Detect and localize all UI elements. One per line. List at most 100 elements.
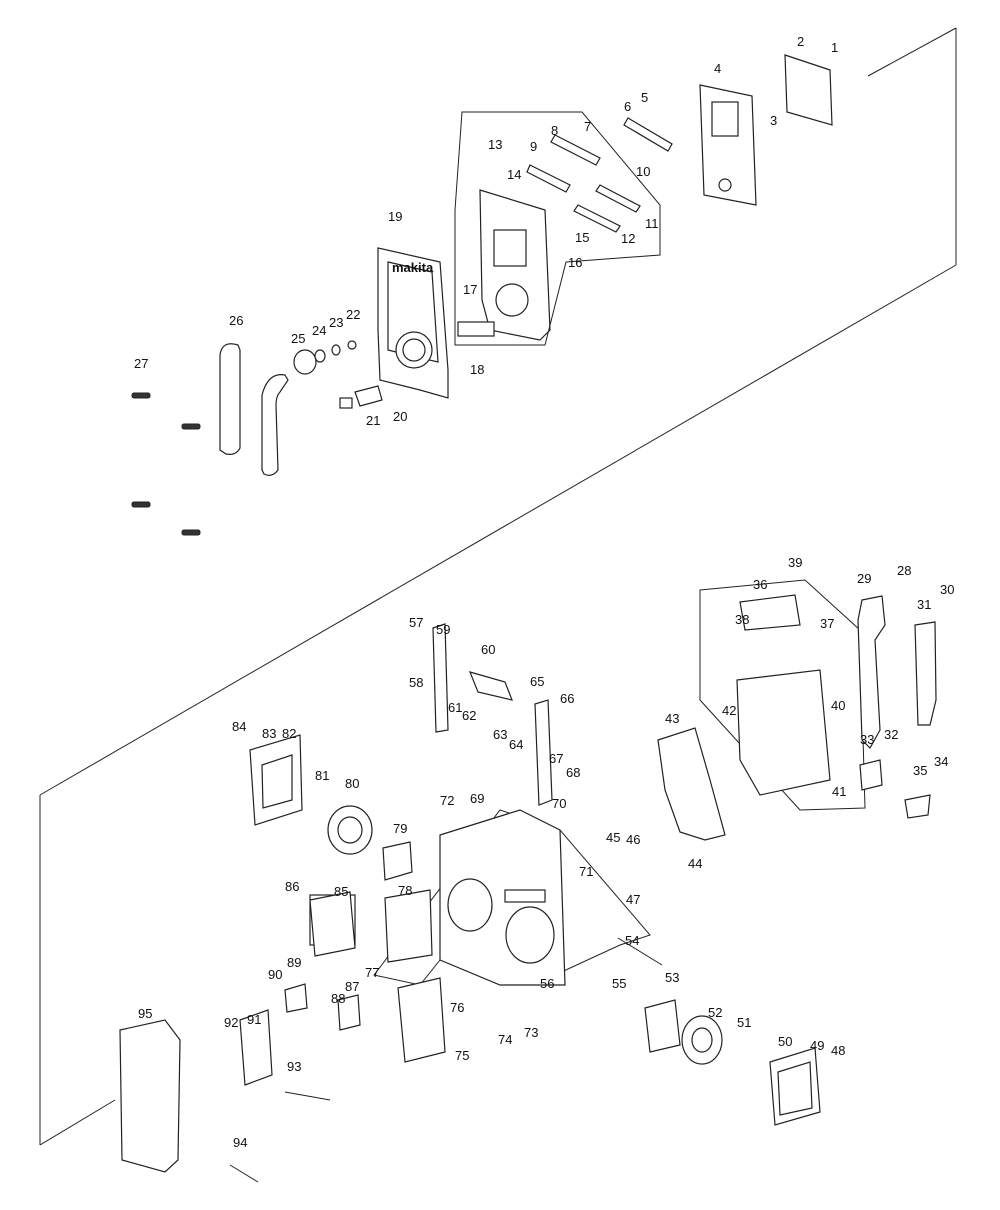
- front-grille: makita: [377, 247, 449, 399]
- callout-35: 35: [913, 763, 927, 778]
- callout-36: 36: [753, 577, 767, 592]
- callout-95: 95: [138, 1006, 152, 1021]
- callout-87: 87: [345, 979, 359, 994]
- callout-20: 20: [393, 409, 407, 424]
- callout-9: 9: [530, 139, 537, 154]
- callout-84: 84: [232, 719, 246, 734]
- callout-15: 15: [575, 230, 589, 245]
- callout-6: 6: [624, 99, 631, 114]
- callout-73: 73: [524, 1025, 538, 1040]
- bottom-plate: [397, 977, 446, 1063]
- callout-69: 69: [470, 791, 484, 806]
- callout-51: 51: [737, 1015, 751, 1030]
- callout-34: 34: [934, 754, 948, 769]
- callout-71: 71: [579, 864, 593, 879]
- callout-33: 33: [860, 732, 874, 747]
- pcb-boards: [239, 891, 361, 1086]
- callout-41: 41: [832, 784, 846, 799]
- callout-58: 58: [409, 675, 423, 690]
- handle-right: [261, 374, 289, 476]
- callout-79: 79: [393, 821, 407, 836]
- callout-88: 88: [331, 991, 345, 1006]
- callout-57: 57: [409, 615, 423, 630]
- callout-90: 90: [268, 967, 282, 982]
- callout-48: 48: [831, 1043, 845, 1058]
- callout-16: 16: [568, 255, 582, 270]
- callout-74: 74: [498, 1032, 512, 1047]
- callout-23: 23: [329, 315, 343, 330]
- callout-18: 18: [470, 362, 484, 377]
- gasket: [657, 727, 726, 841]
- knob-assembly: [293, 340, 383, 409]
- callout-72: 72: [440, 793, 454, 808]
- callout-17: 17: [463, 282, 477, 297]
- callout-10: 10: [636, 164, 650, 179]
- callout-1: 1: [831, 40, 838, 55]
- callout-82: 82: [282, 726, 296, 741]
- callout-26: 26: [229, 313, 243, 328]
- callout-52: 52: [708, 1005, 722, 1020]
- callout-24: 24: [312, 323, 326, 338]
- callout-22: 22: [346, 307, 360, 322]
- callout-42: 42: [722, 703, 736, 718]
- upper-bolts: [131, 392, 201, 536]
- callout-11: 11: [645, 216, 659, 231]
- callout-38: 38: [735, 612, 749, 627]
- callout-94: 94: [233, 1135, 247, 1150]
- callout-49: 49: [810, 1038, 824, 1053]
- callout-62: 62: [462, 708, 476, 723]
- rear-gasket: [119, 1019, 181, 1173]
- front-housing: [454, 111, 661, 346]
- callout-85: 85: [334, 884, 348, 899]
- callout-78: 78: [398, 883, 412, 898]
- callout-29: 29: [857, 571, 871, 586]
- callout-27: 27: [134, 356, 148, 371]
- callout-2: 2: [797, 34, 804, 49]
- callout-28: 28: [897, 563, 911, 578]
- callout-13: 13: [488, 137, 502, 152]
- callout-50: 50: [778, 1034, 792, 1049]
- callout-68: 68: [566, 765, 580, 780]
- callout-44: 44: [688, 856, 702, 871]
- callout-89: 89: [287, 955, 301, 970]
- callout-59: 59: [436, 622, 450, 637]
- wires: [229, 937, 663, 1183]
- speaker-right: [644, 999, 821, 1126]
- callout-66: 66: [560, 691, 574, 706]
- callout-5: 5: [641, 90, 648, 105]
- callout-81: 81: [315, 768, 329, 783]
- callout-37: 37: [820, 616, 834, 631]
- callout-4: 4: [714, 61, 721, 76]
- callout-53: 53: [665, 970, 679, 985]
- callout-63: 63: [493, 727, 507, 742]
- callout-80: 80: [345, 776, 359, 791]
- callout-61: 61: [448, 700, 462, 715]
- handle-left: [219, 343, 241, 455]
- callout-12: 12: [621, 231, 635, 246]
- callout-46: 46: [626, 832, 640, 847]
- callout-76: 76: [450, 1000, 464, 1015]
- callout-45: 45: [606, 830, 620, 845]
- callout-3: 3: [770, 113, 777, 128]
- callout-30: 30: [940, 582, 954, 597]
- control-board: [699, 54, 833, 206]
- callout-39: 39: [788, 555, 802, 570]
- callout-60: 60: [481, 642, 495, 657]
- key-strips: [526, 117, 673, 233]
- callout-75: 75: [455, 1048, 469, 1063]
- callout-67: 67: [549, 751, 563, 766]
- callout-93: 93: [287, 1059, 301, 1074]
- callout-25: 25: [291, 331, 305, 346]
- callout-92: 92: [224, 1015, 238, 1030]
- callout-19: 19: [388, 209, 402, 224]
- battery-frame: [699, 579, 866, 811]
- top-handle-parts: [432, 623, 553, 806]
- callout-56: 56: [540, 976, 554, 991]
- callout-47: 47: [626, 892, 640, 907]
- grille-logo: makita: [392, 260, 434, 275]
- callout-7: 7: [584, 119, 591, 134]
- side-rails: [857, 595, 937, 819]
- callout-70: 70: [552, 796, 566, 811]
- callout-83: 83: [262, 726, 276, 741]
